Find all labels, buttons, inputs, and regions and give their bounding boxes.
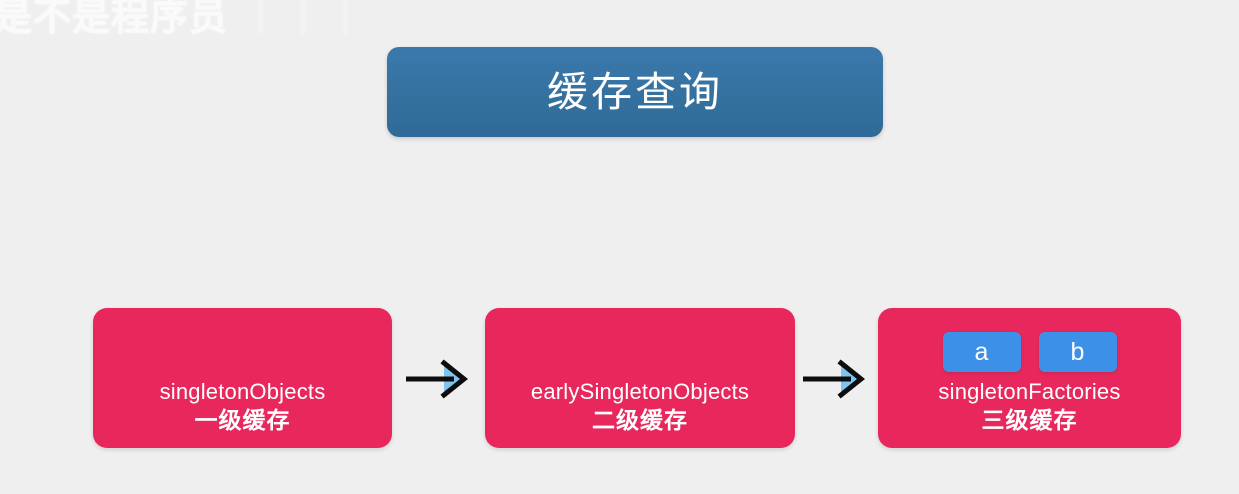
page-title: 缓存查询 (547, 68, 723, 115)
factory-chip-group: a b (942, 332, 1117, 373)
cache-box-name: singletonObjects (159, 379, 326, 405)
cache-box-level: 一级缓存 (194, 407, 291, 434)
cache-box-level-2: earlySingletonObjects 二级缓存 (485, 308, 795, 448)
watermark: 是不是程序员丨丨丨 (0, 0, 368, 41)
cache-flow-row: singletonObjects 一级缓存 earlySingletonObje… (0, 308, 1239, 450)
factory-chip-a: a (942, 332, 1021, 373)
flow-arrow-right-icon (404, 357, 476, 401)
factory-chip-label: b (1070, 337, 1085, 366)
watermark-text: 是不是程序员 (0, 0, 229, 39)
factory-chip-b: b (1038, 332, 1117, 373)
factory-chip-label: a (974, 337, 989, 366)
cache-box-level-1: singletonObjects 一级缓存 (93, 308, 392, 448)
watermark-trailing-text: 丨丨丨 (242, 0, 369, 39)
cache-box-name: earlySingletonObjects (530, 379, 750, 405)
cache-box-level: 二级缓存 (592, 407, 688, 434)
cache-box-level: 三级缓存 (981, 407, 1078, 434)
cache-box-name: singletonFactories (938, 379, 1121, 405)
cache-box-level-3: a b singletonFactories 三级缓存 (878, 308, 1181, 448)
title-banner: 缓存查询 (387, 47, 883, 137)
flow-arrow-right-icon (801, 357, 873, 401)
